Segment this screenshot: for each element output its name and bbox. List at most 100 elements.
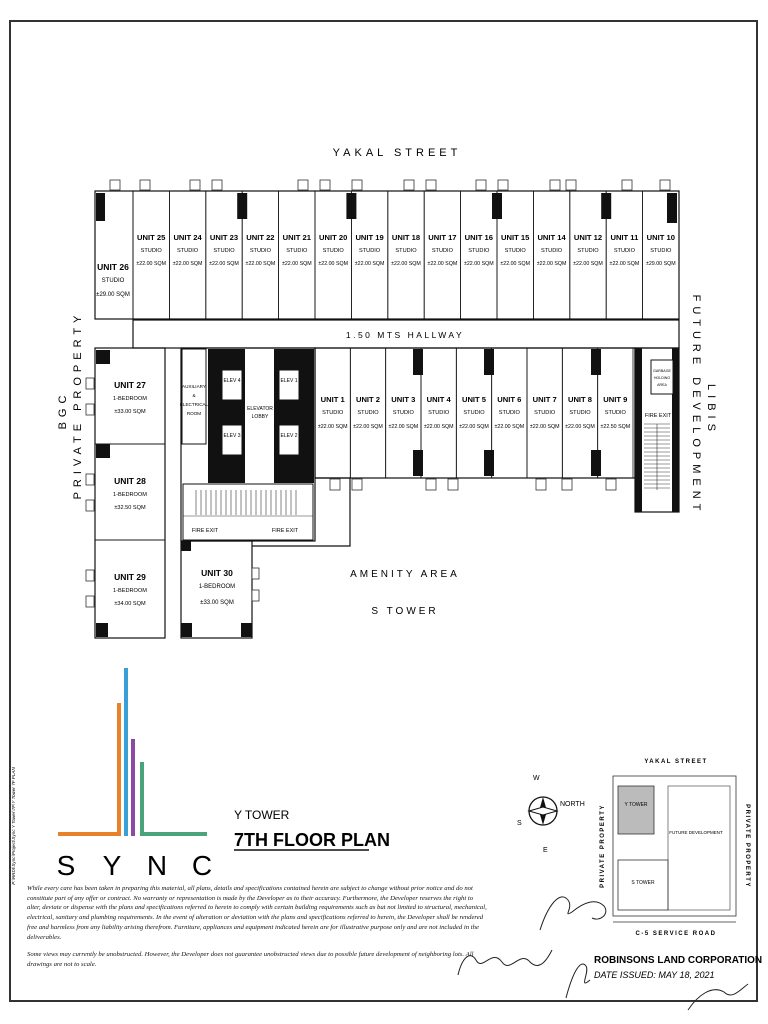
north-unit-room xyxy=(642,190,680,320)
aux-label: & xyxy=(192,393,195,398)
unit-area: ±22.00 SQM xyxy=(209,261,239,267)
unit-area: ±22.00 SQM xyxy=(500,261,530,267)
unit-area: ±22.00 SQM xyxy=(610,261,640,267)
window xyxy=(425,478,437,491)
company-name: ROBINSONS LAND CORPORATION xyxy=(594,955,762,966)
window xyxy=(605,478,617,491)
unit-name: UNIT 23 xyxy=(210,233,238,242)
south-windows xyxy=(329,478,617,491)
unit-area: ±22.00 SQM xyxy=(459,424,489,430)
north-unit-room xyxy=(241,190,279,320)
compass: NORTH W S E xyxy=(517,775,585,854)
disclaimer-paragraph-2: Some views may currently be unobstructed… xyxy=(27,951,474,968)
north-unit-room xyxy=(460,190,498,320)
fire-exit-label: FIRE EXIT xyxy=(645,413,672,419)
key-y-tower-label: Y TOWER xyxy=(624,802,647,808)
compass-needle xyxy=(527,806,559,816)
unit-area: ±22.00 SQM xyxy=(565,424,595,430)
north-unit-room xyxy=(605,190,644,320)
elev-label: ELEV 2 xyxy=(281,433,298,439)
window xyxy=(297,179,309,191)
unit-type: STUDIO xyxy=(605,410,627,416)
unit-area: ±22.00 SQM xyxy=(355,261,385,267)
future-development-label: FUTURE DEVELOPMENT xyxy=(690,295,702,516)
garbage-room xyxy=(650,359,674,395)
unit-area: ±22.00 SQM xyxy=(573,261,603,267)
column xyxy=(96,193,105,221)
unit-type: STUDIO xyxy=(432,248,454,254)
unit-area: ±22.00 SQM xyxy=(464,261,494,267)
fire-exit-label: FIRE EXIT xyxy=(192,528,219,534)
logo-letter-y: Y xyxy=(103,850,122,881)
window xyxy=(561,478,573,491)
logo-bar-orange-vertical xyxy=(117,703,121,836)
stair-wall xyxy=(672,348,679,512)
logo-bar-green-horizontal xyxy=(140,832,207,836)
unit-type: STUDIO xyxy=(569,410,591,416)
garbage-label: GARBAGE xyxy=(653,369,671,373)
window xyxy=(329,478,341,491)
window xyxy=(85,473,95,486)
north-unit-room xyxy=(350,190,389,320)
unit-type: STUDIO xyxy=(359,248,381,254)
unit-name: UNIT 9 xyxy=(603,395,627,404)
unit-name: UNIT 27 xyxy=(114,380,146,390)
signatures xyxy=(457,896,749,1011)
compass-south: S xyxy=(517,820,522,827)
unit-name: UNIT 28 xyxy=(114,476,146,486)
fire-exit-label: FIRE EXIT xyxy=(272,528,299,534)
column xyxy=(667,193,677,223)
stair-enclosure xyxy=(182,483,314,541)
unit-name: UNIT 2 xyxy=(356,395,380,404)
window xyxy=(535,478,547,491)
unit-30: UNIT 30 1-BEDROOM ±33.00 SQM xyxy=(181,541,260,637)
unit-name: UNIT 3 xyxy=(391,395,415,404)
s-tower-label: S TOWER xyxy=(371,606,438,617)
unit-type: STUDIO xyxy=(534,410,556,416)
unit-name: UNIT 19 xyxy=(355,233,383,242)
garbage-label: HOLDING xyxy=(654,376,671,380)
window xyxy=(85,377,95,390)
window xyxy=(351,179,363,191)
window xyxy=(85,595,95,608)
unit-area: ±22.00 SQM xyxy=(391,261,421,267)
hallway-label: 1.50 MTS HALLWAY xyxy=(346,330,464,340)
unit-type: STUDIO xyxy=(250,248,272,254)
window xyxy=(251,589,260,602)
unit-name: UNIT 1 xyxy=(321,395,346,404)
tower-title: Y TOWER xyxy=(234,808,290,822)
unit-26-name: UNIT 26 xyxy=(97,262,129,272)
key-future-label: FUTURE DEVELOPMENT xyxy=(669,830,723,835)
core-stairs xyxy=(182,483,314,541)
sheet-border xyxy=(9,20,758,1002)
unit-area: ±22.00 SQM xyxy=(318,261,348,267)
column xyxy=(181,623,192,637)
logo-bar-purple xyxy=(131,739,135,836)
building-core: AUXILIARY & ELECTRICAL ROOM ELEV 4 ELEV … xyxy=(180,348,314,541)
window xyxy=(109,179,121,191)
unit-name: UNIT 11 xyxy=(610,233,639,242)
column xyxy=(241,623,252,637)
window xyxy=(189,179,201,191)
unit-type: STUDIO xyxy=(323,248,345,254)
key-private-property-right: PRIVATE PROPERTY xyxy=(744,804,750,888)
unit-type: STUDIO xyxy=(468,248,490,254)
aux-label: ELECTRICAL xyxy=(180,402,209,407)
column xyxy=(591,349,601,375)
libis-label: LIBIS xyxy=(705,384,717,436)
lobby-label: LOBBY xyxy=(252,414,269,420)
unit-type: STUDIO xyxy=(428,410,450,416)
unit-name: UNIT 16 xyxy=(465,233,493,242)
key-c5-road: C-5 SERVICE ROAD xyxy=(636,931,717,937)
yakal-street-label: YAKAL STREET xyxy=(333,147,462,159)
lobby xyxy=(245,349,274,483)
east-stair-core: GARBAGE HOLDING AREA FIRE EXIT xyxy=(635,348,679,512)
key-s-tower-label: S TOWER xyxy=(631,880,655,886)
north-unit-room xyxy=(205,190,243,320)
logo-letter-c: C xyxy=(192,850,212,881)
window xyxy=(621,179,633,191)
disclaimer-paragraph-1: While every care has been taken in prepa… xyxy=(27,885,487,941)
unit-area: ±22.00 SQM xyxy=(318,424,348,430)
unit-area: ±22.00 SQM xyxy=(428,261,458,267)
